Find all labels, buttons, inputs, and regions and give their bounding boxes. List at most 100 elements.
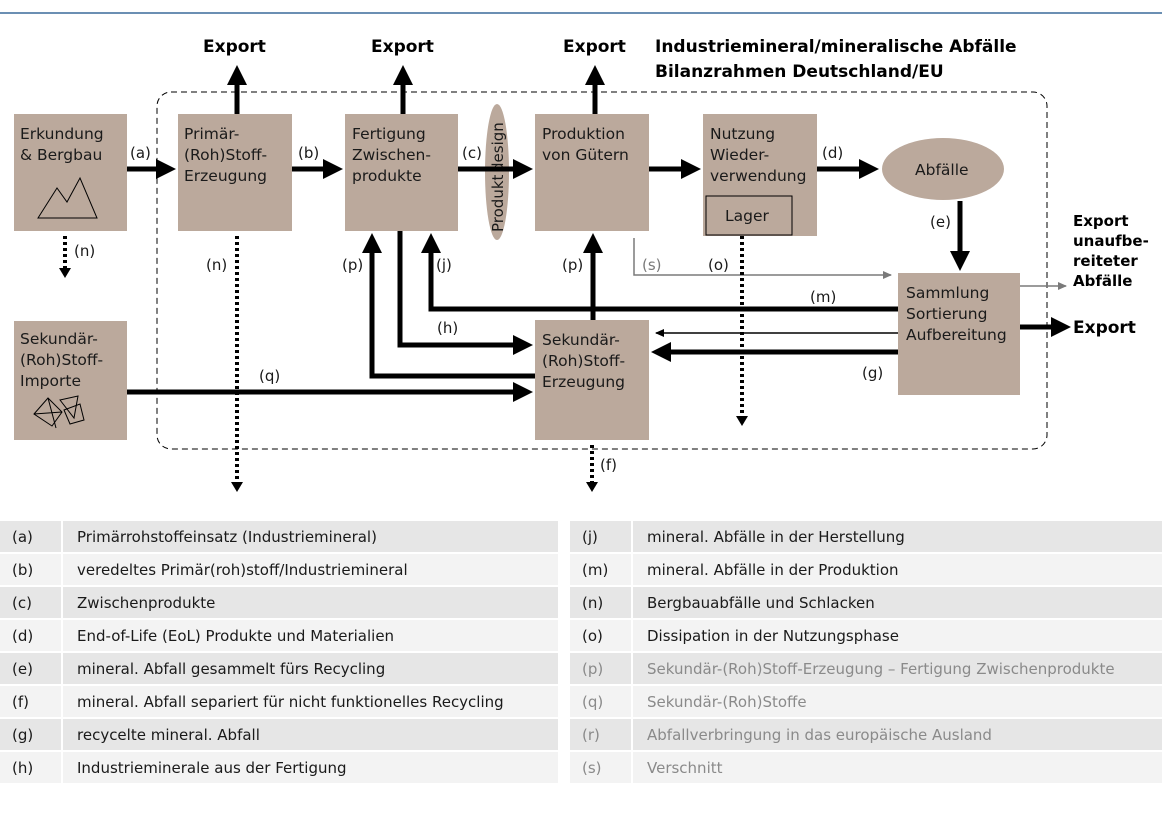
box-produktion (535, 114, 649, 231)
sek-importe-line1: Sekundär- (20, 330, 98, 348)
nutzung-line3: verwendung (710, 167, 806, 185)
legend-text: veredeltes Primär(roh)stoff/Industriemin… (62, 553, 558, 586)
legend-row: (q)Sekundär-(Roh)Stoffe (570, 685, 1162, 718)
arrowhead-f (586, 482, 598, 492)
legend-text: mineral. Abfall gesammelt fürs Recycling (62, 652, 558, 685)
legend-text: Primärrohstoffeinsatz (Industriemineral) (62, 521, 558, 553)
erkundung-line1: Erkundung (20, 125, 104, 143)
arrowhead-n-primaer (231, 482, 243, 492)
box-lager (705, 195, 793, 236)
legend-code: (d) (0, 619, 63, 652)
legend-row: (s)Verschnitt (570, 751, 1162, 784)
legend-text: mineral. Abfälle in der Produktion (632, 553, 1162, 586)
legend-code: (n) (570, 586, 633, 619)
legend-code: (g) (0, 718, 63, 751)
legend-text: Verschnitt (632, 751, 1162, 784)
legend-row: (o)Dissipation in der Nutzungsphase (570, 619, 1162, 652)
flow-label-o: (o) (708, 256, 729, 274)
box-sek-importe (14, 321, 127, 440)
legend-code: (f) (0, 685, 63, 718)
export-label-fertigung: Export (371, 37, 434, 57)
legend-text: Sekundär-(Roh)Stoffe (632, 685, 1162, 718)
legend-row: (d)End-of-Life (EoL) Produkte und Materi… (0, 619, 558, 652)
export-label-sammlung: Export (1073, 318, 1136, 338)
abfaelle-label: Abfälle (915, 161, 969, 179)
svg-text:Produktion von Gütern: Produktion von Gütern (542, 125, 630, 164)
primaer-line2: (Roh)Stoff- (184, 146, 267, 164)
arrow-s (633, 238, 892, 279)
legend-row: (g)recycelte mineral. Abfall (0, 718, 558, 751)
mountain-icon (37, 176, 98, 219)
fertigung-line2: Zwischen- (352, 146, 431, 164)
legend-text: Dissipation in der Nutzungsphase (632, 619, 1162, 652)
legend-code: (r) (570, 718, 633, 751)
box-fertigung (345, 114, 458, 231)
box-erkundung (14, 114, 127, 231)
produktion-line1: Produktion (542, 125, 625, 143)
diagram-title-line2: Bilanzrahmen Deutschland/EU (655, 62, 944, 82)
material-flow-diagram: Industriemineral/mineralische Abfälle Bi… (14, 37, 1149, 492)
flow-label-p-produktion: (p) (562, 256, 583, 274)
flow-label-n-erkundung: (n) (74, 242, 95, 260)
legend-row: (e)mineral. Abfall gesammelt fürs Recycl… (0, 652, 558, 685)
svg-text:Fertigung Zwischen- pr: Fertigung Zwischen- produkte (352, 125, 436, 185)
fertigung-line3: produkte (352, 167, 422, 185)
legend-row: (m)mineral. Abfälle in der Produktion (570, 553, 1162, 586)
legend-code: (c) (0, 586, 63, 619)
erkundung-line2: & Bergbau (20, 146, 102, 164)
svg-text:Nutzung Wieder- verwen: Nutzung Wieder- verwendung (710, 125, 806, 185)
flow-label-q: (q) (259, 367, 280, 385)
flow-label-n-primaer: (n) (206, 256, 227, 274)
svg-text:Sekundär- (Roh)Stoff-: Sekundär- (Roh)Stoff- Importe (20, 330, 108, 390)
sek-erzeugung-line2: (Roh)Stoff- (542, 352, 625, 370)
legend-table-left: (a)Primärrohstoffeinsatz (Industrieminer… (0, 521, 558, 785)
sek-importe-line2: (Roh)Stoff- (20, 351, 103, 369)
rocks-icon (33, 395, 85, 429)
flow-label-a: (a) (130, 144, 151, 162)
legend-text: Industrieminerale aus der Fertigung (62, 751, 558, 784)
produktdesign-line2: design (489, 122, 507, 172)
top-rule (0, 12, 1162, 14)
legend-text: mineral. Abfälle in der Herstellung (632, 521, 1162, 553)
legend-row: (f)mineral. Abfall separiert für nicht f… (0, 685, 558, 718)
legend-code: (m) (570, 553, 633, 586)
lager-label: Lager (725, 207, 770, 225)
export-raw-line2: unaufbe- (1073, 232, 1149, 250)
sammlung-line3: Aufbereitung (906, 326, 1007, 344)
legend-row: (a)Primärrohstoffeinsatz (Industrieminer… (0, 521, 558, 553)
legend-row: (h)Industrieminerale aus der Fertigung (0, 751, 558, 784)
nutzung-line2: Wieder- (710, 146, 769, 164)
sek-importe-line3: Importe (20, 372, 81, 390)
sek-erzeugung-line1: Sekundär- (542, 331, 620, 349)
arrowhead-n-erkundung (59, 268, 71, 278)
flow-label-p-fertigung: (p) (342, 256, 363, 274)
export-raw-line1: Export (1073, 212, 1129, 230)
legend-code: (e) (0, 652, 63, 685)
ellipse-abfaelle (882, 138, 1004, 200)
flow-label-h: (h) (437, 319, 458, 337)
legend-row: (n)Bergbauabfälle und Schlacken (570, 586, 1162, 619)
legend-row: (r)Abfallverbringung in das europäische … (570, 718, 1162, 751)
flow-label-b: (b) (298, 144, 319, 162)
svg-text:Erkundung & Bergbau: Erkundung & Bergbau (20, 125, 109, 164)
flow-label-f: (f) (600, 456, 617, 474)
legend-row: (j)mineral. Abfälle in der Herstellung (570, 521, 1162, 553)
legend-row: (p)Sekundär-(Roh)Stoff-Erzeugung – Ferti… (570, 652, 1162, 685)
produktdesign-label: Produkt design (489, 122, 507, 232)
sek-erzeugung-line3: Erzeugung (542, 373, 625, 391)
flow-label-m: (m) (810, 288, 836, 306)
export-raw-line3: reiteter (1073, 252, 1138, 270)
produktdesign-line1: Produkt (489, 174, 507, 232)
legend-row: (c)Zwischenprodukte (0, 586, 558, 619)
primaer-line3: Erzeugung (184, 167, 267, 185)
legend-table-right: (j)mineral. Abfälle in der Herstellung (… (570, 521, 1162, 785)
export-label-primaer: Export (203, 37, 266, 57)
export-raw-line4: Abfälle (1073, 272, 1132, 290)
system-boundary-frame (156, 91, 1048, 450)
legend-text: recycelte mineral. Abfall (62, 718, 558, 751)
legend-code: (j) (570, 521, 633, 553)
legend-text: Abfallverbringung in das europäische Aus… (632, 718, 1162, 751)
arrowhead-o (736, 416, 748, 426)
box-primaer (178, 114, 292, 231)
flow-label-c: (c) (462, 144, 482, 162)
